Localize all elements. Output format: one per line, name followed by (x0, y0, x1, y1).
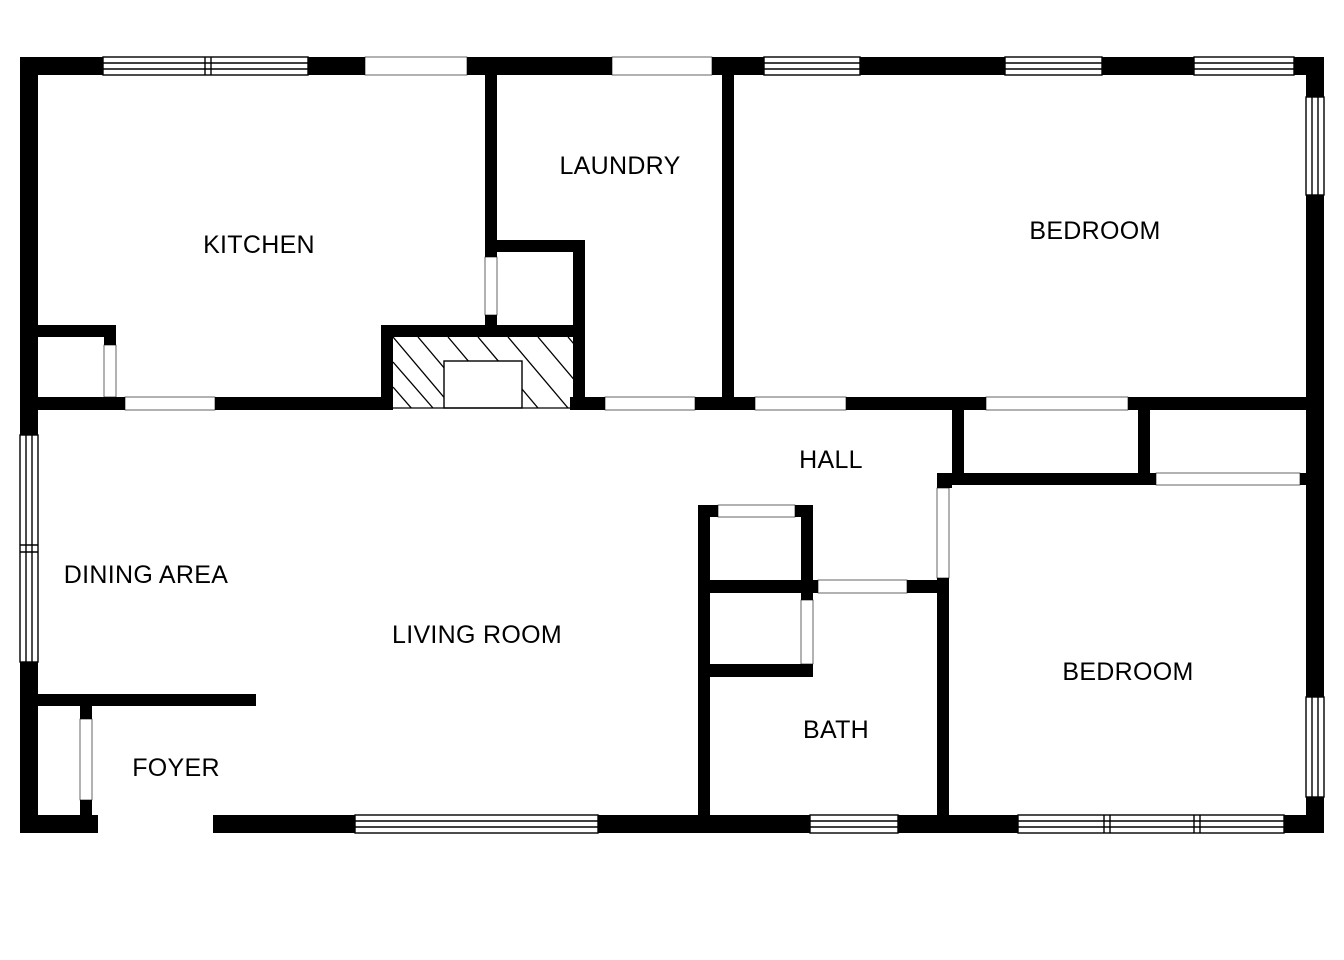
wall-bath-top-right (907, 580, 949, 593)
opening-top-laundry (611, 56, 713, 76)
window-dining (19, 434, 39, 663)
label-dining-area: DINING AREA (64, 561, 228, 589)
interior-walls (20, 57, 1324, 833)
label-hall: HALL (799, 446, 863, 474)
door-openings (79, 56, 1301, 801)
wall-foyer-door-top (80, 694, 92, 719)
wall-mid-5 (846, 397, 986, 410)
wall-foyer-door-bottom (80, 800, 92, 833)
wall-bedroom2-top-right (1300, 473, 1324, 485)
wall-bottom-1 (20, 815, 98, 833)
wall-right-1 (1306, 57, 1324, 97)
window-bedroom1-right (1305, 96, 1325, 196)
wall-linen-right (801, 505, 813, 600)
room-labels: KITCHEN LAUNDRY BEDROOM HALL DINING AREA… (64, 152, 1194, 782)
wall-foyer-top (20, 694, 256, 706)
wall-linen-top-a (698, 505, 718, 517)
wall-bottom-2 (213, 815, 355, 833)
wall-bath-closet-side (801, 664, 813, 677)
label-foyer: FOYER (132, 754, 220, 782)
wall-laundry-closet-side (485, 315, 497, 327)
window-bedroom2-right (1305, 696, 1325, 798)
wall-closet-left (952, 397, 964, 485)
opening-top-kitchen (364, 56, 468, 76)
wall-closet-right (1138, 397, 1150, 485)
window-kitchen (102, 56, 309, 76)
door-linen[interactable] (717, 504, 796, 518)
wall-left-2 (20, 662, 38, 833)
wall-mid-2 (215, 397, 387, 410)
wall-bath-closet-bottom (698, 664, 813, 677)
window-bedroom1-c (1193, 56, 1295, 76)
window-bedroom1-b (1004, 56, 1103, 76)
label-bedroom-2: BEDROOM (1062, 658, 1193, 686)
wall-top-2 (308, 57, 365, 75)
window-living-room (354, 814, 599, 834)
door-bath-closet[interactable] (800, 599, 814, 665)
wall-laundry-step-h (485, 240, 585, 252)
wall-top-6 (1102, 57, 1194, 75)
door-bath[interactable] (817, 579, 908, 594)
wall-kitchen-laundry (485, 57, 497, 257)
door-bedroom-1[interactable] (754, 396, 847, 411)
wall-pantry-top (20, 325, 116, 337)
windows (19, 56, 1325, 834)
wall-bottom-4 (898, 815, 1018, 833)
window-bath (809, 814, 899, 834)
door-kitchen-dining[interactable] (124, 396, 216, 411)
wall-hall-bedroom2-b (937, 578, 949, 833)
door-bedroom2-closet[interactable] (985, 396, 1129, 411)
wall-laundry-bedroom (722, 57, 734, 410)
wall-bottom-5 (1284, 815, 1324, 833)
wall-linen-bottom (698, 580, 818, 593)
door-pantry[interactable] (103, 344, 117, 398)
window-bedroom1-a (763, 56, 861, 76)
door-front[interactable] (79, 718, 93, 801)
wall-top-3 (467, 57, 612, 75)
wall-fireplace-left (381, 325, 393, 410)
wall-right-2 (1306, 195, 1324, 697)
wall-mid-1 (20, 397, 125, 410)
label-laundry: LAUNDRY (559, 152, 680, 180)
label-bath: BATH (803, 716, 869, 744)
wall-closet-bottom (952, 473, 1156, 485)
wall-top-1 (20, 57, 103, 75)
door-laundry[interactable] (604, 396, 696, 411)
label-kitchen: KITCHEN (203, 231, 315, 259)
fireplace-firebox (443, 360, 523, 409)
window-bedroom2-bottom (1017, 814, 1285, 834)
label-bedroom-1: BEDROOM (1029, 217, 1160, 245)
opening-bedroom2-closet-top (1155, 472, 1301, 486)
door-laundry-closet[interactable] (484, 256, 498, 316)
wall-fireplace-top (381, 325, 585, 337)
wall-hall-bedroom2-a (937, 473, 952, 488)
fireplace (393, 337, 573, 409)
wall-pantry-side (104, 325, 116, 345)
wall-mid-6 (1128, 397, 1324, 410)
wall-left-1 (20, 57, 38, 435)
door-bedroom-2[interactable] (936, 487, 950, 579)
wall-top-5 (860, 57, 1005, 75)
wall-top-4 (712, 57, 764, 75)
label-living-room: LIVING ROOM (392, 621, 562, 649)
